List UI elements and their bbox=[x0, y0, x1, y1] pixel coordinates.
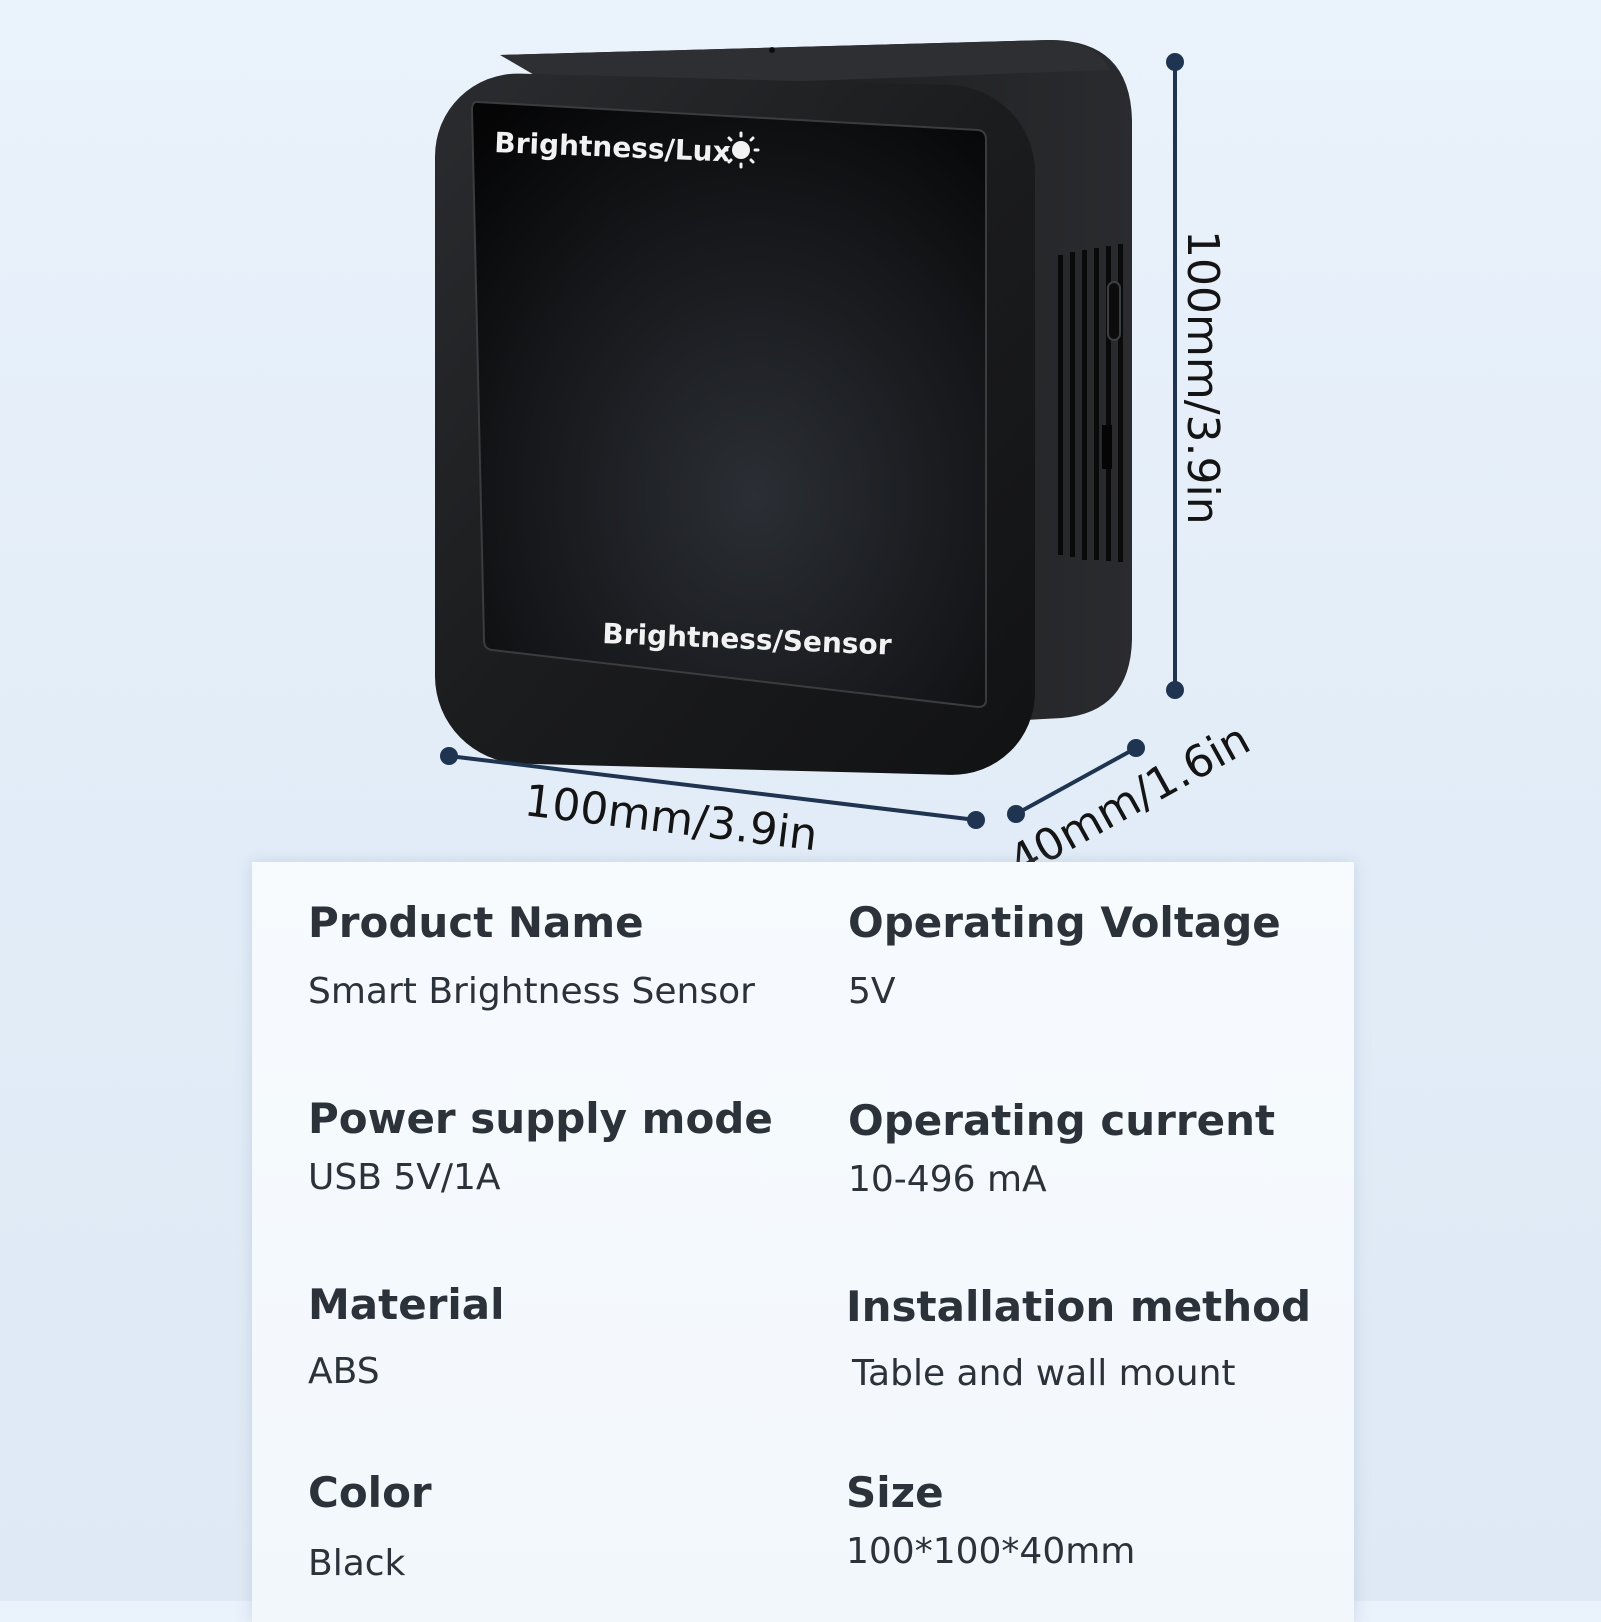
spec-label: Operating current bbox=[848, 1096, 1276, 1145]
spec-label: Product Name bbox=[308, 898, 644, 947]
spec-size: Size 100*100*40mm bbox=[846, 1468, 1135, 1572]
dimension-width-label: 100mm/3.9in bbox=[522, 775, 821, 861]
spec-value: 5V bbox=[848, 971, 896, 1012]
spec-label: Installation method bbox=[846, 1282, 1312, 1331]
spec-value: Black bbox=[308, 1543, 406, 1584]
dimension-depth-label: 40mm/1.6in bbox=[1001, 714, 1259, 870]
usb-port bbox=[1107, 281, 1121, 341]
side-button bbox=[1102, 425, 1112, 469]
side-vents bbox=[1058, 244, 1123, 562]
spec-label: Color bbox=[308, 1468, 432, 1517]
spec-power-supply-mode: Power supply mode USB 5V/1A bbox=[308, 1094, 773, 1198]
spec-label: Material bbox=[308, 1280, 505, 1329]
spec-material: Material ABS bbox=[308, 1280, 505, 1392]
product-illustration: Brightness/Lux Brightness/Sensor bbox=[435, 40, 1259, 870]
spec-label: Size bbox=[846, 1468, 944, 1517]
spec-value: 100*100*40mm bbox=[846, 1531, 1136, 1572]
dimension-lines bbox=[440, 53, 1184, 829]
specifications-card: Product Name Smart Brightness Sensor Ope… bbox=[252, 862, 1354, 1622]
spec-value: 10-496 mA bbox=[848, 1159, 1047, 1200]
spec-product-name: Product Name Smart Brightness Sensor bbox=[308, 898, 755, 1012]
spec-value: USB 5V/1A bbox=[308, 1157, 501, 1198]
spec-label: Operating Voltage bbox=[848, 898, 1281, 947]
spec-operating-voltage: Operating Voltage 5V bbox=[848, 898, 1281, 1012]
spec-value: ABS bbox=[308, 1351, 380, 1392]
sun-icon bbox=[722, 131, 760, 169]
spec-operating-current: Operating current 10-496 mA bbox=[848, 1096, 1275, 1200]
dimension-height-label: 100mm/3.9in bbox=[1177, 230, 1228, 525]
sensor-device: Brightness/Lux Brightness/Sensor bbox=[435, 40, 1132, 775]
spec-color: Color Black bbox=[308, 1468, 432, 1584]
spec-label: Power supply mode bbox=[308, 1094, 773, 1143]
spec-value: Table and wall mount bbox=[852, 1353, 1236, 1394]
spec-installation-method: Installation method Table and wall mount bbox=[846, 1282, 1311, 1394]
spec-value: Smart Brightness Sensor bbox=[308, 971, 755, 1012]
